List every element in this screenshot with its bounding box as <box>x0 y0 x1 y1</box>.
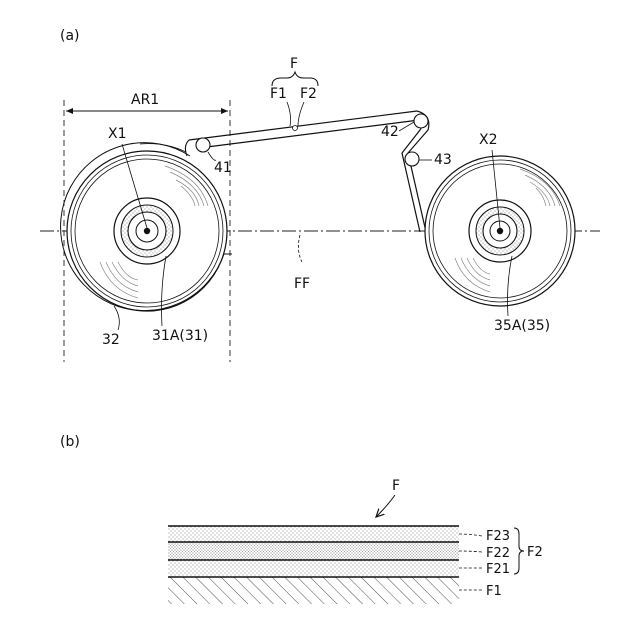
panel-b-label: (b) <box>60 434 80 450</box>
panel-b-film-label: F <box>392 478 400 494</box>
ff-label: FF <box>294 276 310 292</box>
layer-f22 <box>168 542 459 560</box>
panel-a: (a) AR1 <box>40 28 600 362</box>
f2-group-brace <box>514 528 524 574</box>
layer-f21-label: F21 <box>486 562 510 577</box>
roller-43-label: 43 <box>434 152 452 168</box>
film-f-brace <box>272 72 318 86</box>
f1-leader <box>287 102 291 126</box>
right-roll <box>425 156 575 306</box>
f2-group-label: F2 <box>527 545 543 560</box>
roller-43 <box>405 152 419 166</box>
panel-b: (b) F F23 F22 F21 F1 F2 <box>60 434 543 604</box>
roller-42-label: 42 <box>381 124 399 140</box>
layer-f21 <box>168 560 459 577</box>
panel-a-label: (a) <box>60 28 80 44</box>
axis-x2-point <box>497 228 503 234</box>
core-35a-label: 35A(35) <box>494 318 550 334</box>
layer-f23-label: F23 <box>486 529 510 544</box>
roller-41-label: 41 <box>214 160 232 176</box>
layer-f1 <box>168 577 459 604</box>
roll-32-label: 32 <box>102 332 120 348</box>
roller-42 <box>414 114 428 128</box>
layer-f1-label: F1 <box>486 584 502 599</box>
f2-leader <box>298 102 304 126</box>
layer-f23 <box>168 526 459 542</box>
film-f1-label: F1 <box>270 86 287 102</box>
panel-b-film-arrow <box>376 495 395 517</box>
ff-leader <box>298 235 302 262</box>
axis-x1-label: X1 <box>108 126 127 142</box>
axis-x1-point <box>144 228 150 234</box>
film-f-label: F <box>290 56 298 72</box>
core-31a-label: 31A(31) <box>152 328 208 344</box>
axis-x2-label: X2 <box>479 132 498 148</box>
film-f2-label: F2 <box>300 86 317 102</box>
layer-f22-label: F22 <box>486 546 510 561</box>
roller-41 <box>196 138 210 152</box>
ar1-label: AR1 <box>131 92 159 108</box>
